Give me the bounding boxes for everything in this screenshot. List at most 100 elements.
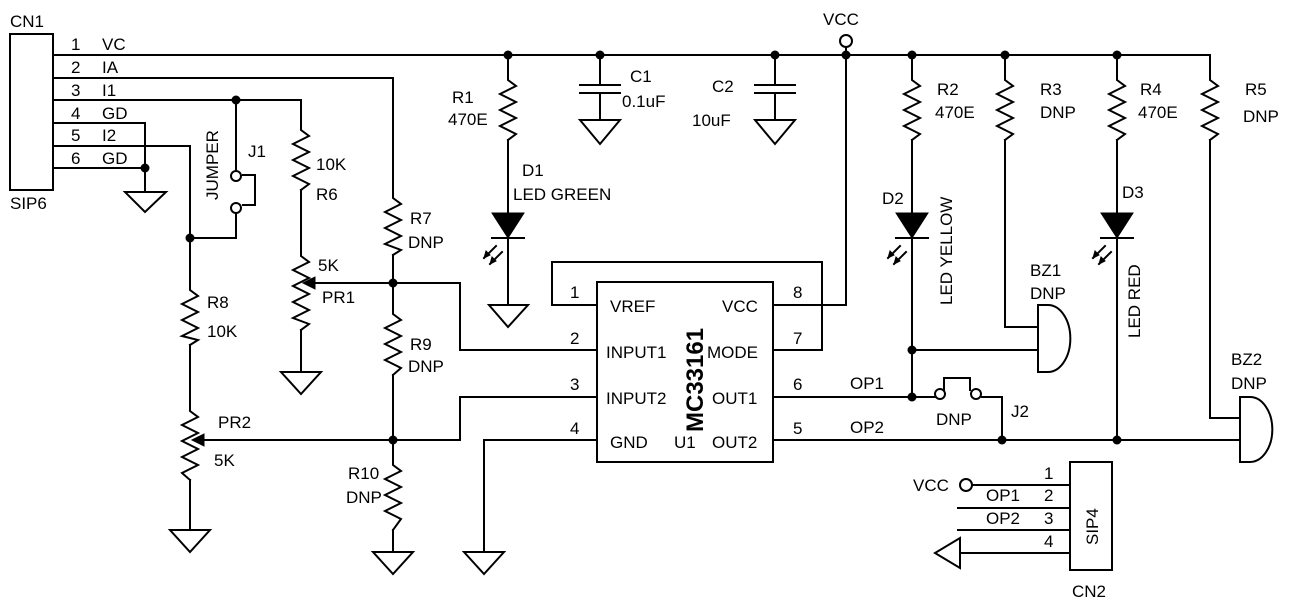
cn2-pin2-label: OP1 [986, 486, 1020, 505]
cn1-pin5-num: 5 [71, 126, 80, 145]
r7-value: DNP [408, 233, 444, 252]
cn2-pin1-num: 1 [1044, 464, 1053, 483]
cn2-pin3-num: 3 [1044, 509, 1053, 528]
d1-label: LED GREEN [513, 185, 611, 204]
junction-dot [388, 278, 398, 288]
j1-link [242, 174, 256, 206]
connector-cn2: VCC OP1 OP2 1 2 3 4 SIP4 CN2 [913, 461, 1113, 601]
r2-symbol [901, 74, 923, 142]
r9-name: R9 [410, 335, 432, 354]
capacitor-c1: C1 0.1uF [579, 67, 665, 111]
pr1-wiper-arrow [301, 276, 316, 290]
resistor-r4: R4 470E [1106, 74, 1178, 142]
d3-ray-arrows [1092, 250, 1106, 265]
r4-symbol [1106, 74, 1128, 142]
r1-symbol [497, 74, 519, 142]
j2-right-wire [981, 396, 1003, 441]
cn1-pin4-num: 4 [71, 104, 80, 123]
u1-pin-label-input1: INPUT1 [606, 343, 666, 362]
r7-name: R7 [410, 209, 432, 228]
d2-triangle [895, 212, 929, 239]
u1-pin-num-2: 2 [570, 329, 579, 348]
r2-value: 470E [935, 103, 975, 122]
d3-name: D3 [1122, 183, 1144, 202]
i1-wire [52, 99, 302, 126]
led-d2: D2 LED YELLOW [882, 189, 956, 305]
resistor-r8: R8 10K [179, 284, 238, 347]
pr2-symbol [179, 404, 201, 482]
c2-value: 10uF [692, 111, 731, 130]
j2-pin-left [934, 388, 946, 400]
ground-symbol [370, 551, 416, 576]
junction-dot [770, 50, 780, 60]
c1-value: 0.1uF [622, 92, 665, 111]
ground-symbol [461, 551, 507, 576]
u1-gnd-wire [483, 439, 598, 553]
r3-bz1-wire [1004, 139, 1039, 328]
junction-dot [388, 435, 398, 445]
resistor-r10: R10 DNP [346, 459, 404, 532]
j1-bottom-wire [189, 213, 237, 239]
d2-label: LED YELLOW [937, 197, 956, 305]
pr2-wiper-arrow [190, 433, 205, 447]
u1-pin-label-out1: OUT1 [712, 389, 757, 408]
buzzer-bz1: BZ1 DNP [1030, 261, 1072, 373]
ic-u1: VREF INPUT1 INPUT2 GND OUT2 OUT1 MODE VC… [570, 281, 802, 463]
j1-pin-top [230, 170, 242, 182]
c1-name: C1 [630, 67, 652, 86]
u1-pin-num-6: 6 [793, 375, 802, 394]
u1-pin-num-4: 4 [570, 419, 579, 438]
r7-symbol [382, 194, 404, 257]
capacitor-c2: C2 10uF [692, 77, 796, 130]
bz2-value: DNP [1231, 374, 1267, 393]
ground-symbol [167, 529, 213, 554]
r9-value: DNP [408, 357, 444, 376]
r10-value: DNP [346, 488, 382, 507]
u1-pin-label-mode: MODE [707, 343, 758, 362]
resistor-r5: R5 DNP [1199, 74, 1279, 142]
junction-dot [1112, 435, 1122, 445]
r5-symbol [1199, 74, 1221, 142]
junction-dot [140, 163, 150, 173]
junction-dot [907, 392, 917, 402]
cn1-pin3-label: I1 [102, 81, 116, 100]
buzzer-bz2: BZ2 DNP [1231, 350, 1274, 463]
r5-name: R5 [1245, 80, 1267, 99]
r6-name: R6 [316, 185, 338, 204]
cn1-body [9, 33, 54, 191]
cn2-pin1-label: VCC [913, 476, 949, 495]
d1-name: D1 [522, 161, 544, 180]
bz1-name: BZ1 [1030, 261, 1061, 280]
junction-dot [185, 233, 195, 243]
junction-dot [595, 50, 605, 60]
u1-body [596, 281, 774, 463]
c2-plates [754, 84, 796, 94]
net-label-op2: OP2 [850, 418, 884, 437]
resistor-r2: R2 470E [901, 74, 975, 142]
j2-pin-right [970, 388, 982, 400]
u1-vcc-wire [772, 47, 847, 306]
u1-pin-num-8: 8 [793, 283, 802, 302]
vcc-top-terminal-circle [839, 34, 853, 48]
ground-symbol [278, 371, 324, 396]
resistor-r3: R3 DNP [994, 74, 1076, 142]
c1-plates [579, 84, 621, 94]
u1-pin-num-7: 7 [793, 329, 802, 348]
r3-symbol [994, 74, 1016, 142]
u1-pin-label-out2: OUT2 [712, 433, 757, 452]
j2-link [943, 377, 971, 391]
r8-value: 10K [207, 322, 238, 341]
r1-name: R1 [452, 88, 474, 107]
resistor-r1: R1 470E [448, 74, 519, 142]
pot-pr2: PR2 5K [179, 404, 251, 482]
ground-symbol [752, 119, 798, 146]
led-d1: D1 LED GREEN [482, 161, 611, 266]
pr1-wiper-to-input1-wire [312, 282, 598, 351]
ground-symbol [486, 304, 531, 329]
j2-name: J2 [1011, 402, 1029, 421]
cn2-body [1069, 461, 1113, 571]
junction-dots [140, 50, 1122, 445]
junction-dot [503, 50, 513, 60]
